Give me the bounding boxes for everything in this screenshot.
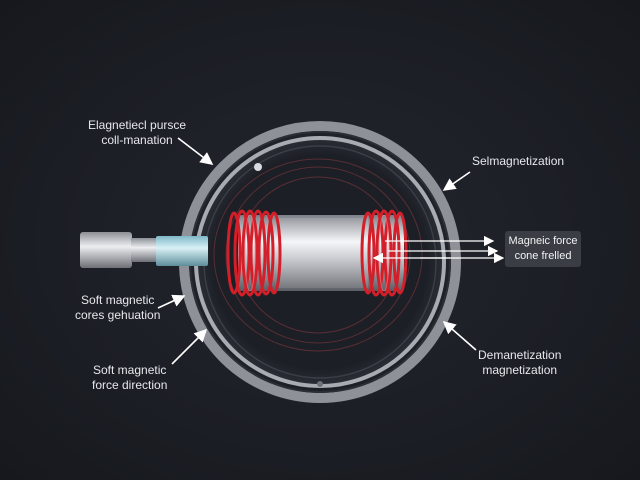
label-mid-left-line1: Soft magnetic (81, 293, 155, 307)
label-bottom-left: Soft magnetic force direction (92, 363, 167, 393)
label-mid-left: Soft magnetic cores gehuation (75, 293, 160, 323)
right-coil (360, 209, 408, 297)
plug-collar (131, 238, 157, 262)
callout-arrows (157, 137, 477, 365)
magnetic-field-lines (213, 158, 423, 352)
label-bottom-left-line1: Soft magnetic (93, 363, 167, 377)
arrow-top-right (442, 171, 471, 191)
magnetic-force-box: Magneic force cone frelled (505, 231, 581, 267)
label-bottom-right-line1: Demanetization (478, 348, 562, 362)
screw-top (254, 163, 262, 171)
label-mid-left-line2: cores gehuation (75, 308, 161, 322)
core-shade (278, 218, 368, 288)
screw-bottom (317, 381, 323, 387)
arrow-bottom-left (171, 328, 208, 365)
label-top-left-line1: Elagnetiecl pursce (88, 118, 187, 132)
label-bottom-left-line2: force direction (92, 378, 168, 392)
arrow-top-left (177, 137, 214, 165)
label-bottom-right-line2: magnetization (482, 363, 558, 377)
left-coil (226, 209, 282, 297)
plug-body (80, 232, 132, 268)
force-arrows (372, 235, 505, 264)
label-bottom-right: Demanetization magnetization (478, 348, 561, 378)
magnetic-force-box-line2: cone frelled (514, 250, 572, 262)
label-top-left: Elagnetiecl pursce coll-manation (88, 118, 186, 148)
label-top-right-text: Selmagnetization (472, 154, 565, 168)
magnetic-force-box-line1: Magneic force (508, 235, 578, 247)
label-top-right: Selmagnetization (472, 154, 564, 169)
arrow-mid-left (157, 294, 186, 309)
shaft-connector (80, 232, 208, 268)
arrow-bottom-right (442, 320, 477, 351)
shaft (156, 236, 208, 266)
label-top-left-line2: coll-manation (101, 133, 173, 147)
